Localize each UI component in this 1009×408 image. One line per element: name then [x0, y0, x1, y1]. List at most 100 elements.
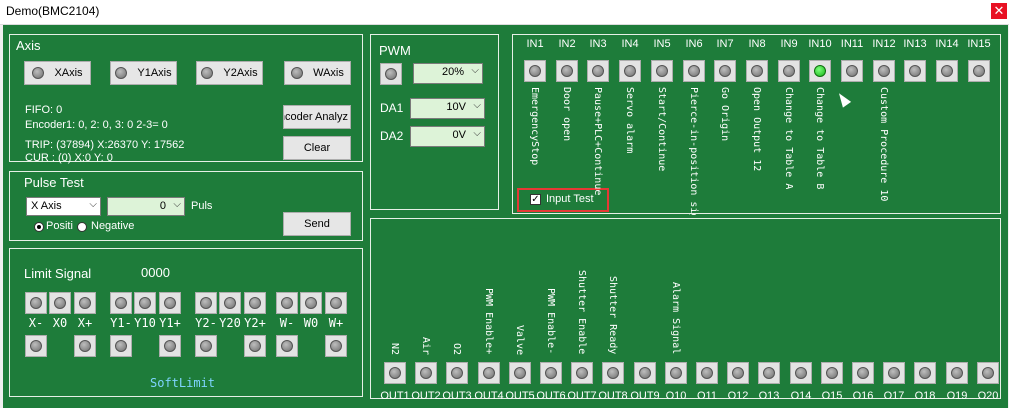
output-led-11-button[interactable]: [727, 362, 749, 384]
limit-led-top-2-button[interactable]: [74, 292, 96, 314]
chevron-down-icon: ⌵: [471, 65, 479, 76]
output-led-2-button[interactable]: [446, 362, 468, 384]
output-led-8-button[interactable]: [634, 362, 656, 384]
limit-led-bottom-1-button[interactable]: [74, 335, 96, 357]
input-led-0-led-icon: [529, 65, 541, 77]
limit-led-bottom-4-button[interactable]: [195, 335, 217, 357]
input-led-7-button[interactable]: [746, 60, 768, 82]
output-led-10-button[interactable]: [696, 362, 718, 384]
output-led-5-button[interactable]: [540, 362, 562, 384]
close-icon[interactable]: ✕: [991, 3, 1007, 19]
input-led-13-button[interactable]: [936, 60, 958, 82]
xaxis-button[interactable]: XAxis: [24, 61, 91, 85]
limit-led-top-0-button[interactable]: [25, 292, 47, 314]
output-led-4-led-icon: [514, 367, 526, 379]
input-led-3-button[interactable]: [619, 60, 641, 82]
da2-value-input[interactable]: 0V ⌵: [410, 126, 485, 147]
input-desc-2: Pause+PLC+Continue: [592, 87, 603, 196]
limit-led-top-1-led-icon: [54, 297, 66, 309]
pulse-axis-select[interactable]: X Axis ⌵: [26, 197, 101, 216]
positive-radio[interactable]: [34, 222, 44, 232]
output-led-18-led-icon: [951, 367, 963, 379]
input-led-10-button[interactable]: [841, 60, 863, 82]
output-led-4-button[interactable]: [509, 362, 531, 384]
pwm-value-input[interactable]: 20% ⌵: [413, 63, 483, 84]
output-led-19-led-icon: [982, 367, 994, 379]
y1axis-button[interactable]: Y1Axis: [110, 61, 177, 85]
limit-led-top-1-button[interactable]: [49, 292, 71, 314]
da1-value-input[interactable]: 10V ⌵: [410, 98, 485, 119]
waxis-button[interactable]: WAxis: [284, 61, 351, 85]
output-led-16-button[interactable]: [883, 362, 905, 384]
output-led-17-button[interactable]: [914, 362, 936, 384]
y2axis-button[interactable]: Y2Axis: [196, 61, 263, 85]
output-desc-2: O2: [451, 342, 462, 355]
output-led-6-button[interactable]: [571, 362, 593, 384]
input-test-checkbox[interactable]: ✓: [530, 194, 541, 205]
waxis-led-icon: [291, 67, 304, 79]
limit-led-top-5-button[interactable]: [159, 292, 181, 314]
input-led-8-button[interactable]: [778, 60, 800, 82]
input-led-6-button[interactable]: [714, 60, 736, 82]
output-led-0-button[interactable]: [384, 362, 406, 384]
input-label-9: IN10: [808, 38, 832, 50]
output-desc-0: N2: [389, 342, 400, 355]
input-led-11-button[interactable]: [873, 60, 895, 82]
limit-led-bottom-7-led-icon: [330, 340, 342, 352]
output-led-7-button[interactable]: [602, 362, 624, 384]
limit-led-top-3-button[interactable]: [110, 292, 132, 314]
output-desc-6: Shutter Enable: [576, 269, 587, 354]
limit-led-top-11-led-icon: [330, 297, 342, 309]
output-led-12-button[interactable]: [758, 362, 780, 384]
limit-led-top-11-button[interactable]: [325, 292, 347, 314]
limit-led-bottom-5-button[interactable]: [244, 335, 266, 357]
input-led-4-button[interactable]: [651, 60, 673, 82]
negative-radio[interactable]: [77, 222, 87, 232]
input-led-2-button[interactable]: [587, 60, 609, 82]
input-led-0-button[interactable]: [524, 60, 546, 82]
pulse-count-input[interactable]: 0 ⌵: [107, 197, 185, 216]
input-desc-3: Servo alarm: [624, 87, 635, 154]
output-label-5: OUT6: [536, 390, 566, 402]
limit-led-bottom-2-button[interactable]: [110, 335, 132, 357]
output-led-19-button[interactable]: [977, 362, 999, 384]
limit-led-top-6-button[interactable]: [195, 292, 217, 314]
output-led-3-button[interactable]: [478, 362, 500, 384]
limit-led-top-8-button[interactable]: [244, 292, 266, 314]
limit-led-top-4-led-icon: [139, 297, 151, 309]
pulse-unit-label: Puls: [191, 200, 213, 212]
input-led-4-led-icon: [656, 65, 668, 77]
output-led-15-button[interactable]: [852, 362, 874, 384]
output-desc-5: PWM Enable-: [545, 287, 556, 355]
input-led-12-button[interactable]: [904, 60, 926, 82]
input-led-2-led-icon: [592, 65, 604, 77]
output-led-9-button[interactable]: [665, 362, 687, 384]
input-label-8: IN9: [780, 38, 798, 50]
limit-led-bottom-0-button[interactable]: [25, 335, 47, 357]
y1axis-button-label: Y1Axis: [137, 67, 172, 79]
limit-label-1: X0: [52, 316, 68, 330]
output-led-18-button[interactable]: [946, 362, 968, 384]
output-led-1-button[interactable]: [415, 362, 437, 384]
input-led-14-button[interactable]: [968, 60, 990, 82]
input-led-9-led-icon: [814, 65, 826, 77]
pwm-led-button[interactable]: [380, 63, 402, 85]
encoder-analyze-button[interactable]: Encoder Analyz: [283, 105, 351, 129]
limit-led-top-9-button[interactable]: [276, 292, 298, 314]
input-led-8-led-icon: [783, 65, 795, 77]
input-led-9-button[interactable]: [809, 60, 831, 82]
limit-led-top-10-button[interactable]: [300, 292, 322, 314]
output-label-8: OUT9: [630, 390, 660, 402]
limit-led-top-4-button[interactable]: [134, 292, 156, 314]
limit-led-bottom-6-button[interactable]: [276, 335, 298, 357]
send-button[interactable]: Send: [283, 212, 351, 236]
output-led-13-button[interactable]: [790, 362, 812, 384]
clear-button[interactable]: Clear: [283, 136, 351, 160]
output-led-14-button[interactable]: [821, 362, 843, 384]
limit-led-top-7-button[interactable]: [219, 292, 241, 314]
limit-led-bottom-3-button[interactable]: [159, 335, 181, 357]
input-led-1-button[interactable]: [556, 60, 578, 82]
limit-led-bottom-7-button[interactable]: [325, 335, 347, 357]
input-led-5-button[interactable]: [683, 60, 705, 82]
